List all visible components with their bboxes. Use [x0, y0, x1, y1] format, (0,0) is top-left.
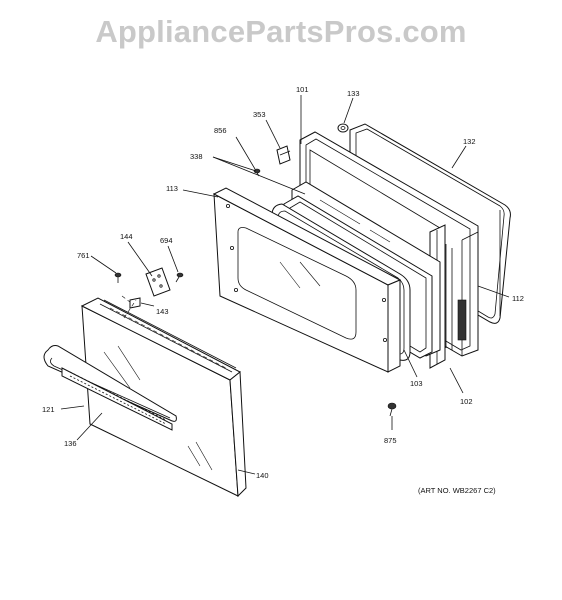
- callout-338: 338: [190, 152, 203, 161]
- part-140-outer-door: [80, 297, 247, 498]
- part-133-bumper: [337, 123, 349, 133]
- part-353-bracket: [276, 145, 291, 165]
- callout-113: 113: [166, 184, 178, 193]
- callout-353: 353: [253, 110, 266, 119]
- callout-102: 102: [460, 397, 473, 406]
- callout-875: 875: [384, 436, 397, 445]
- leader-lines: [60, 95, 510, 475]
- callout-101: 101: [296, 85, 309, 94]
- callout-144: 144: [120, 232, 133, 241]
- callout-133: 133: [347, 89, 360, 98]
- callout-694: 694: [160, 236, 173, 245]
- callout-140: 140: [256, 471, 269, 480]
- part-761-screw: [114, 272, 122, 283]
- callout-labels: 101 133 353 856 338 132 113 144 694 761 …: [42, 85, 524, 480]
- callout-761: 761: [77, 251, 90, 260]
- callout-132: 132: [463, 137, 476, 146]
- callout-112: 112: [512, 294, 524, 303]
- callout-103: 103: [410, 379, 423, 388]
- part-121-handle: [43, 345, 177, 431]
- callout-136: 136: [64, 439, 77, 448]
- callout-121: 121: [42, 405, 55, 414]
- callout-143: 143: [156, 307, 169, 316]
- part-875-screw: [387, 402, 397, 417]
- watermark-logo: AppliancePartsPros.com: [95, 14, 467, 49]
- part-694-screw: [175, 272, 184, 283]
- part-144-bracket: [145, 267, 171, 297]
- part-143-clip: [121, 295, 141, 309]
- part-113-inner-panel: [212, 187, 402, 373]
- callout-856: 856: [214, 126, 227, 135]
- art-number: (ART NO. WB2267 C2): [418, 486, 496, 495]
